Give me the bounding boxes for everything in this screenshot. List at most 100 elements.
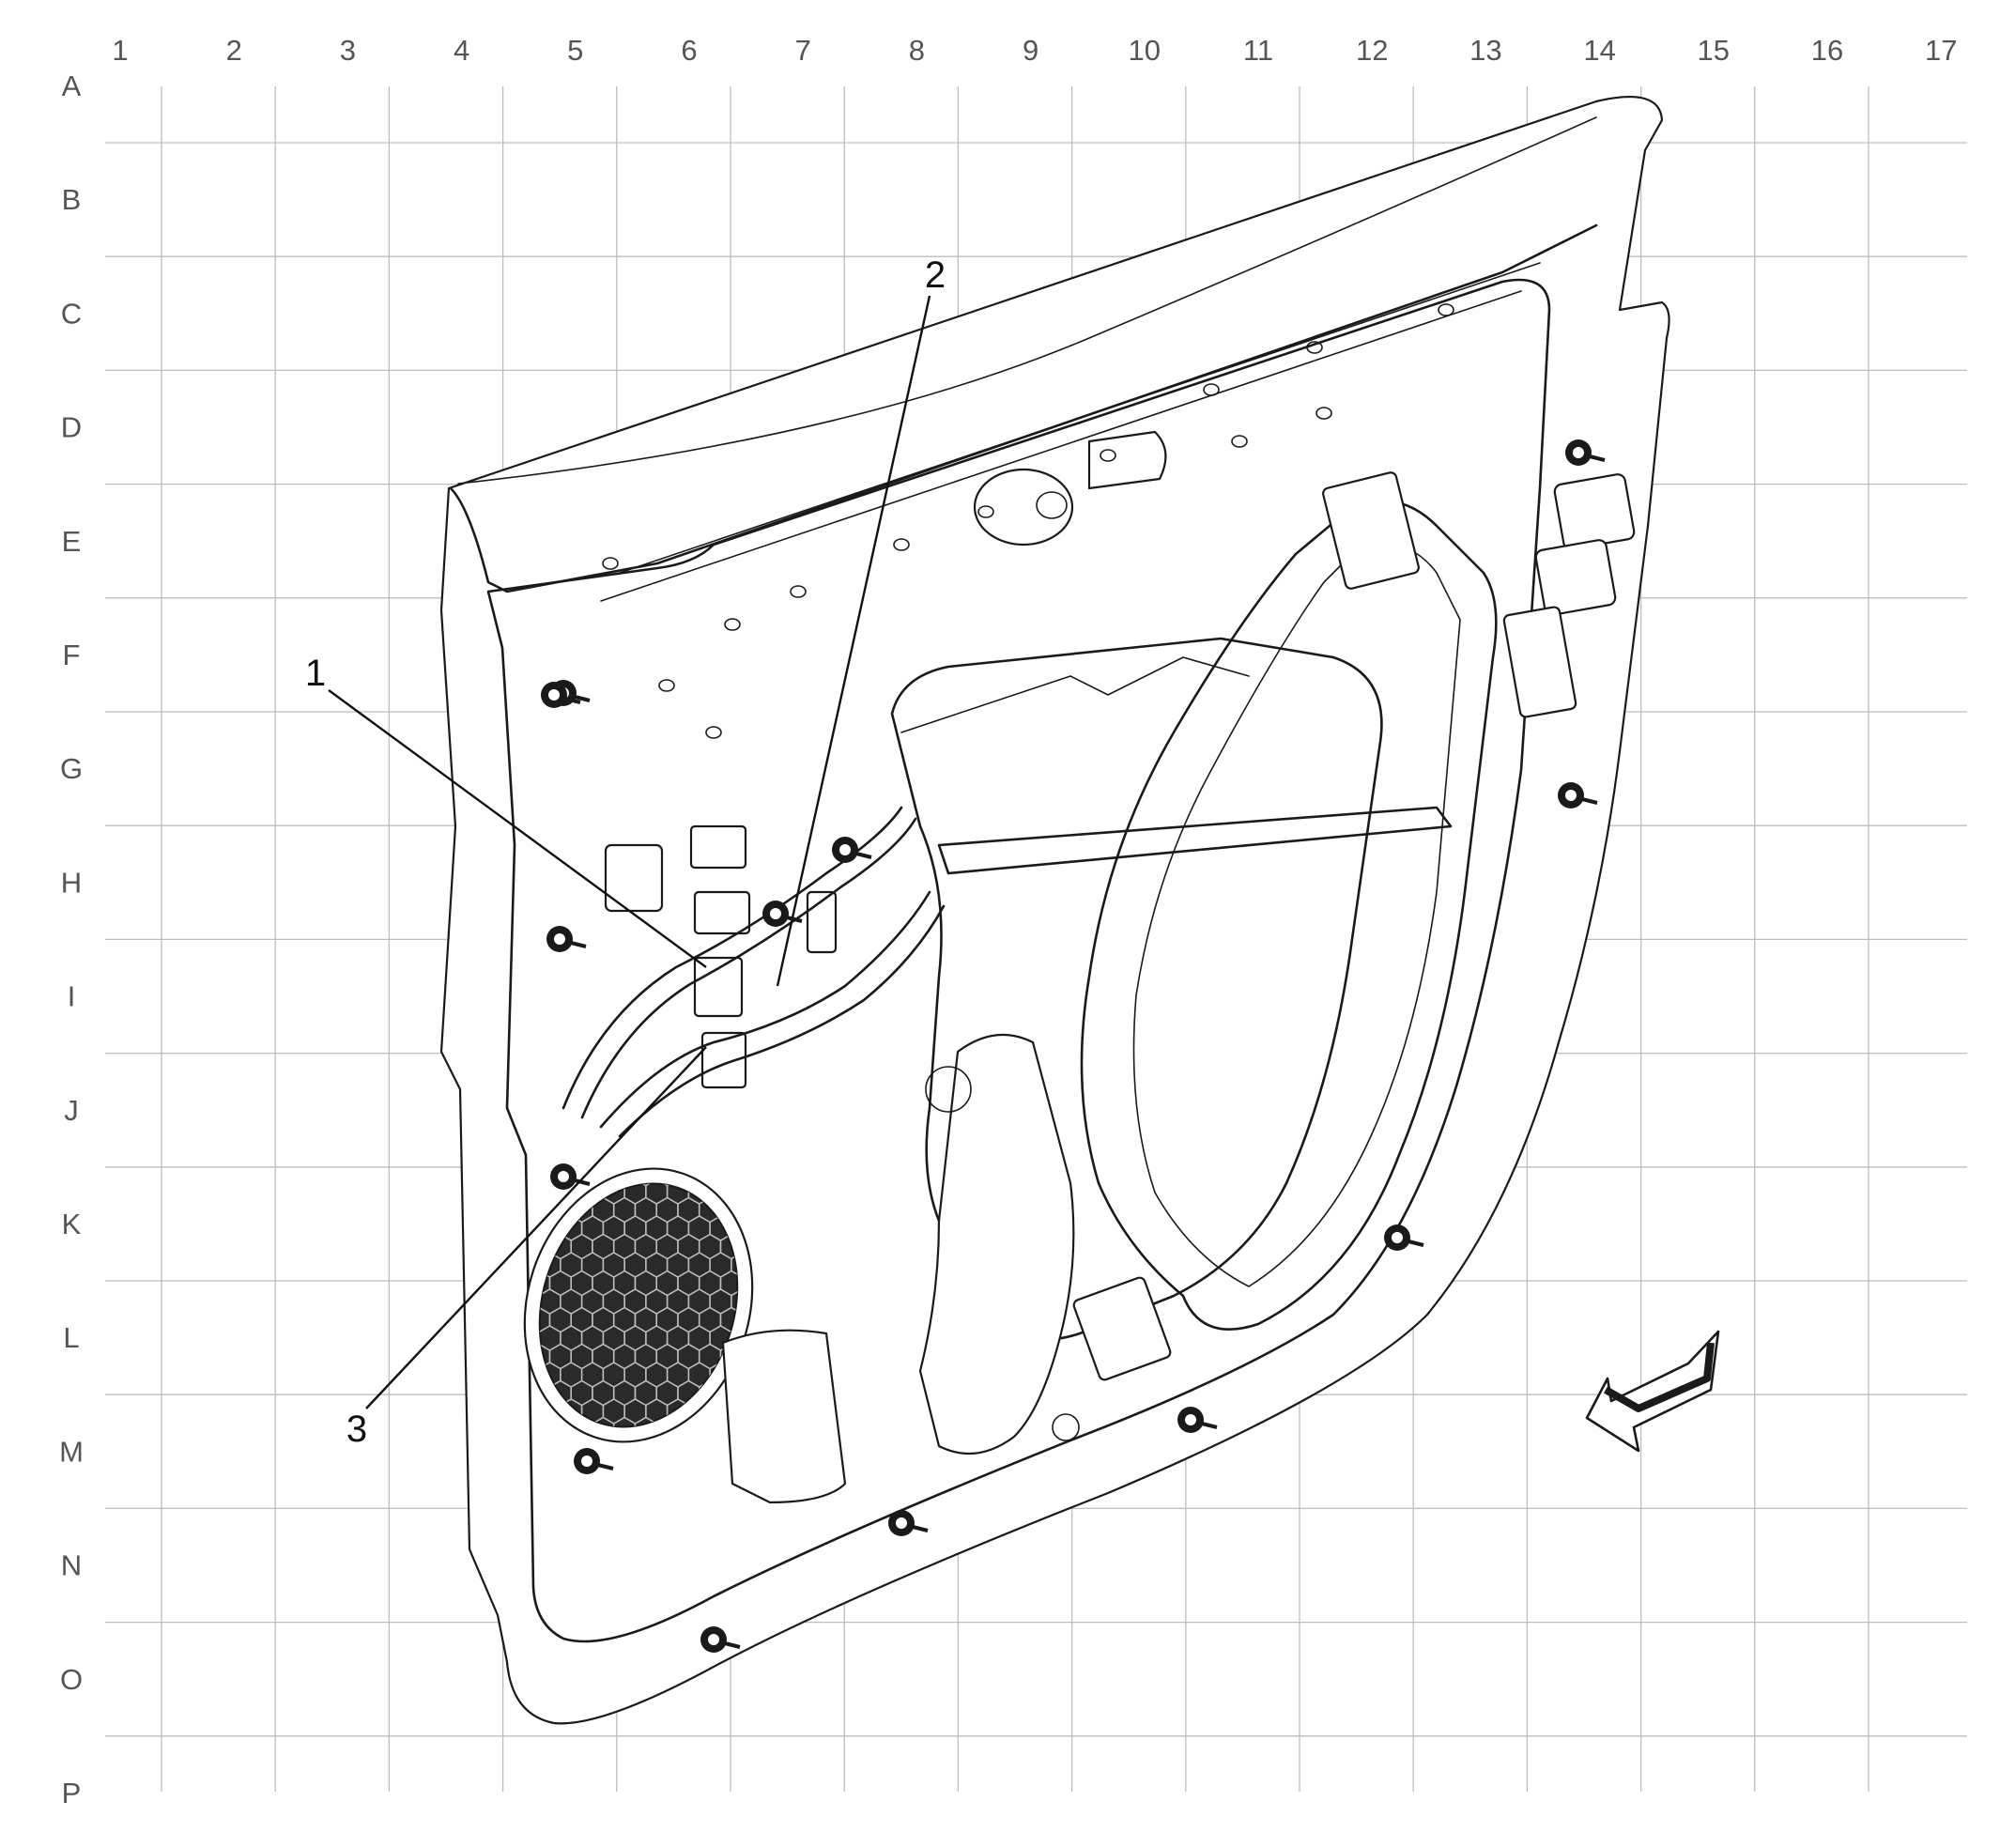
- grid-column-label: 5: [567, 34, 583, 67]
- grid-column-label: 3: [340, 34, 356, 67]
- trim-stud-icon: [977, 505, 994, 518]
- upper-trim-studs: [602, 303, 1454, 739]
- armrest-bracket: [918, 1033, 1075, 1455]
- callout-2: 2: [925, 254, 946, 296]
- regulator-opening: [890, 637, 1383, 1341]
- trim-clip-block: [604, 843, 664, 913]
- hinge-block-middle: [1534, 539, 1617, 616]
- grid-column-label: 7: [795, 34, 811, 67]
- grid-column-label: 12: [1356, 34, 1388, 67]
- bolt-icon: [700, 1626, 741, 1653]
- grid-row-label: N: [61, 1549, 82, 1582]
- door-handle-housing: [973, 468, 1074, 547]
- trim-stud-icon: [1315, 407, 1332, 420]
- hinge-block-lower: [1502, 606, 1577, 718]
- handle-lever: [1087, 430, 1167, 490]
- grid-column-label: 15: [1698, 34, 1730, 67]
- grid-column-label: 10: [1129, 34, 1161, 67]
- grid-row-label: B: [62, 183, 82, 216]
- leader-line-3: [365, 1046, 707, 1409]
- trim-stud-icon: [724, 618, 741, 631]
- door-inner-rim: [486, 278, 1551, 1643]
- inner-frame-opening: [1080, 500, 1498, 1332]
- grid-column-label: 16: [1811, 34, 1843, 67]
- grid-row-label: E: [62, 525, 82, 558]
- grid-column-label: 13: [1469, 34, 1501, 67]
- lock-connector: [693, 890, 751, 935]
- grid-column-label: 11: [1243, 34, 1273, 67]
- grid-column-label: 17: [1925, 34, 1957, 67]
- door-handle-pivot: [1036, 491, 1068, 519]
- grid-column-label: 8: [909, 34, 925, 67]
- electrical-connector-lower: [700, 1031, 747, 1089]
- trim-stud-icon: [602, 557, 619, 570]
- trim-fasteners: [541, 439, 1606, 1653]
- grid-row-label: F: [63, 639, 81, 671]
- trim-stud-icon: [705, 726, 722, 739]
- wiring-harness: [562, 806, 946, 1138]
- electrical-connector-upper: [693, 956, 744, 1018]
- grid-column-label: 1: [112, 34, 128, 67]
- sill-rail: [619, 262, 1541, 574]
- leader-line-1: [328, 689, 707, 968]
- switch-connector: [689, 824, 747, 870]
- grid-row-label: H: [61, 866, 82, 899]
- sill-rail-lower: [600, 290, 1522, 602]
- bolt-icon: [888, 1510, 929, 1536]
- regulator-bracket: [1322, 471, 1420, 590]
- callout-leaders: [328, 295, 931, 1409]
- grid-column-label: 6: [681, 34, 697, 67]
- grid-row-label: C: [61, 297, 82, 330]
- grid-row-label: O: [60, 1663, 83, 1696]
- speaker-grille-icon: [509, 1157, 764, 1443]
- trim-stud-icon: [1203, 383, 1220, 396]
- bolt-icon: [1565, 439, 1606, 466]
- grid-row-label: J: [64, 1094, 79, 1127]
- grid-row-label: L: [63, 1321, 79, 1354]
- trim-stud-icon: [1438, 303, 1454, 316]
- window-sill-edge: [457, 116, 1597, 485]
- bolt-icon: [832, 837, 872, 863]
- bolt-icon: [1384, 1224, 1424, 1251]
- lower-fastener-hole: [1052, 1413, 1080, 1441]
- grid-row-label: G: [60, 752, 83, 785]
- bolt-icon: [574, 1448, 614, 1474]
- map-pocket: [721, 1329, 847, 1504]
- hinge-block-upper: [1553, 473, 1636, 550]
- trim-stud-icon: [658, 679, 675, 692]
- inner-frame-opening-inner: [1132, 542, 1461, 1287]
- grid-row-label: D: [61, 411, 82, 444]
- grid-column-label: 14: [1583, 34, 1615, 67]
- grid-column-label: 4: [454, 34, 469, 67]
- grid-row-label: I: [68, 980, 76, 1013]
- trim-stud-icon: [1100, 449, 1116, 462]
- armrest-fastener-hole: [925, 1066, 972, 1113]
- trim-stud-icon: [1231, 435, 1248, 448]
- trim-stud-icon: [790, 585, 807, 598]
- bolt-icon: [762, 901, 803, 927]
- door-panel-illustration: [439, 95, 1670, 1725]
- bolt-icon: [546, 926, 587, 952]
- wiring-connectors: [689, 824, 838, 1089]
- trim-stud-icon: [1306, 341, 1323, 354]
- grid-row-label: P: [62, 1777, 82, 1810]
- bolt-icon: [1177, 1407, 1218, 1433]
- grid-row-label: K: [62, 1208, 82, 1240]
- bolt-icon: [541, 682, 581, 708]
- window-sill-strip: [449, 223, 1598, 593]
- leader-line-2: [776, 295, 931, 987]
- callout-3: 3: [346, 1409, 367, 1450]
- grid-column-label: 2: [226, 34, 242, 67]
- lower-support-block: [1072, 1276, 1172, 1381]
- trim-stud-icon: [893, 538, 910, 551]
- grid-column-label: 9: [1023, 34, 1038, 67]
- callout-1: 1: [305, 653, 326, 694]
- regulator-rail: [937, 806, 1453, 875]
- bolt-icon: [550, 1163, 591, 1190]
- bolt-icon: [1558, 782, 1598, 808]
- direction-arrow-icon: [1585, 1330, 1720, 1453]
